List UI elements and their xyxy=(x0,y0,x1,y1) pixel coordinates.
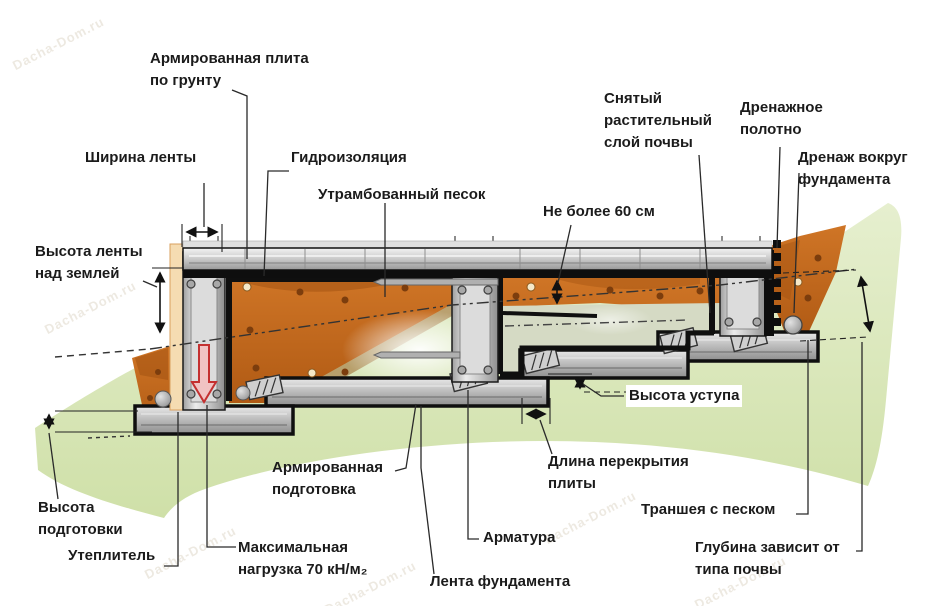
insulation-strip xyxy=(169,243,184,411)
load-arrow xyxy=(190,344,218,404)
ground-dashed-lines xyxy=(54,268,859,439)
drainage-pipe xyxy=(783,315,803,335)
label-removed-topsoil: Снятый растительный слой почвы xyxy=(604,90,712,151)
label-strip-height: Высота ленты над землей xyxy=(35,243,143,282)
footing-step-b xyxy=(264,376,550,408)
label-drainage-sheet: Дренажное полотно xyxy=(740,99,823,138)
label-max-load: Максимальная нагрузка 70 кН/м₂ xyxy=(238,539,368,578)
highlight-glow-2 xyxy=(568,305,652,335)
label-rebar: Арматура xyxy=(483,529,556,546)
sand-dots xyxy=(147,254,822,401)
label-waterproofing: Гидроизоляция xyxy=(291,149,407,166)
label-depth-note: Глубина зависит от типа почвы xyxy=(695,539,840,578)
label-prep-height: Высота подготовки xyxy=(38,499,123,538)
label-compacted-sand: Утрамбованный песок xyxy=(318,186,486,203)
label-slab-overlap: Длина перекрытия плиты xyxy=(548,453,689,492)
label-reinforced-slab: Армированная плита по грунту xyxy=(150,50,309,89)
pebble xyxy=(235,385,251,401)
floor-slab xyxy=(182,240,773,278)
label-step-height: Высота уступа xyxy=(626,385,743,407)
label-strip-width: Ширина ленты xyxy=(85,149,197,166)
waterproofing-layer xyxy=(183,270,772,278)
rebar-bars xyxy=(372,278,499,359)
dim-depth xyxy=(857,275,874,333)
label-leader-lines xyxy=(48,89,863,575)
label-max-60cm: Не более 60 см xyxy=(543,203,655,220)
label-foundation-strip: Лента фундамента xyxy=(430,573,571,590)
center-strip-wall xyxy=(451,275,499,383)
dimension-arrows xyxy=(43,226,874,430)
label-insulation: Утеплитель xyxy=(68,547,156,564)
pebble xyxy=(154,390,172,408)
label-reinforced-prep: Армированная подготовка xyxy=(272,459,384,498)
label-sand-trench: Траншея с песком xyxy=(641,501,776,518)
label-drainage-around: Дренаж вокруг фундамента xyxy=(798,149,908,188)
